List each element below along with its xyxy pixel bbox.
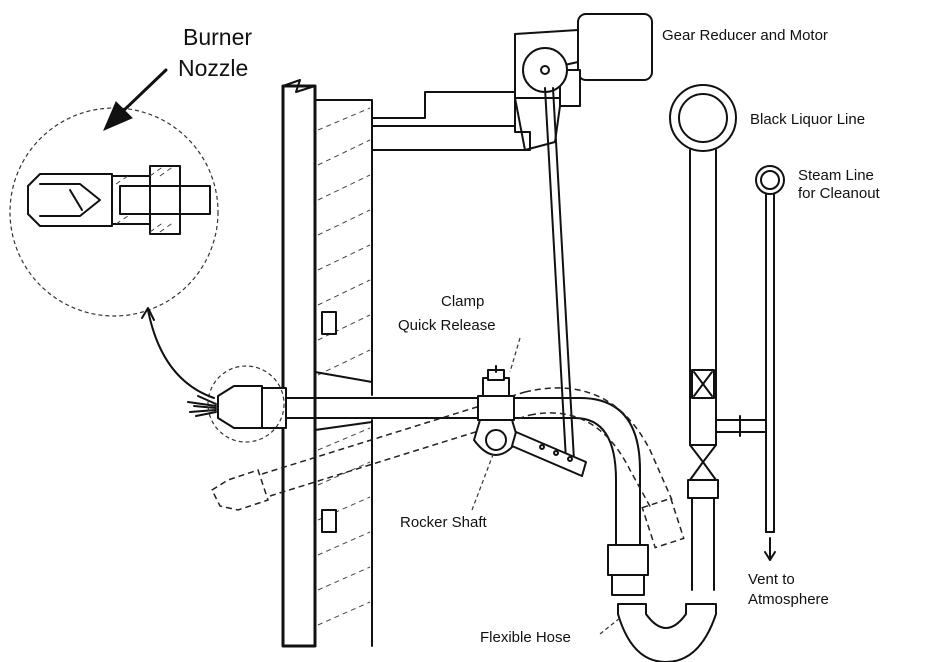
clamp-label-line2: Quick Release xyxy=(398,317,496,334)
steam-line xyxy=(715,165,785,561)
black-liquor-label: Black Liquor Line xyxy=(750,111,865,128)
gear-reducer-and-motor xyxy=(371,13,653,151)
leader-lines xyxy=(471,337,621,635)
vent-label-line1: Vent to xyxy=(748,571,795,588)
nozzle-detail-callout xyxy=(9,107,285,443)
refractory-hatching xyxy=(317,107,371,626)
rocker-shaft-label: Rocker Shaft xyxy=(400,514,488,531)
vent-label-line2: Atmosphere xyxy=(748,591,829,608)
flexible-hose xyxy=(617,603,717,662)
burner-nozzle-label-line2: Nozzle xyxy=(178,55,248,81)
steam-line-label-line2: for Cleanout xyxy=(798,185,881,202)
rocker-lever xyxy=(511,431,587,477)
gear-reducer-label: Gear Reducer and Motor xyxy=(662,27,828,44)
flexible-hose-label: Flexible Hose xyxy=(480,629,571,646)
black-liquor-line xyxy=(669,84,737,591)
furnace-wall xyxy=(281,79,373,648)
clamp-quick-release xyxy=(473,365,519,456)
steam-line-label-line1: Steam Line xyxy=(798,167,874,184)
burner-nozzle-label-line1: Burner xyxy=(183,24,252,50)
burner-tilted-position xyxy=(211,387,685,549)
clamp-label-line1: Clamp xyxy=(441,293,484,310)
burner-nozzle-arrow xyxy=(103,68,168,131)
burner-assembly xyxy=(187,385,649,596)
